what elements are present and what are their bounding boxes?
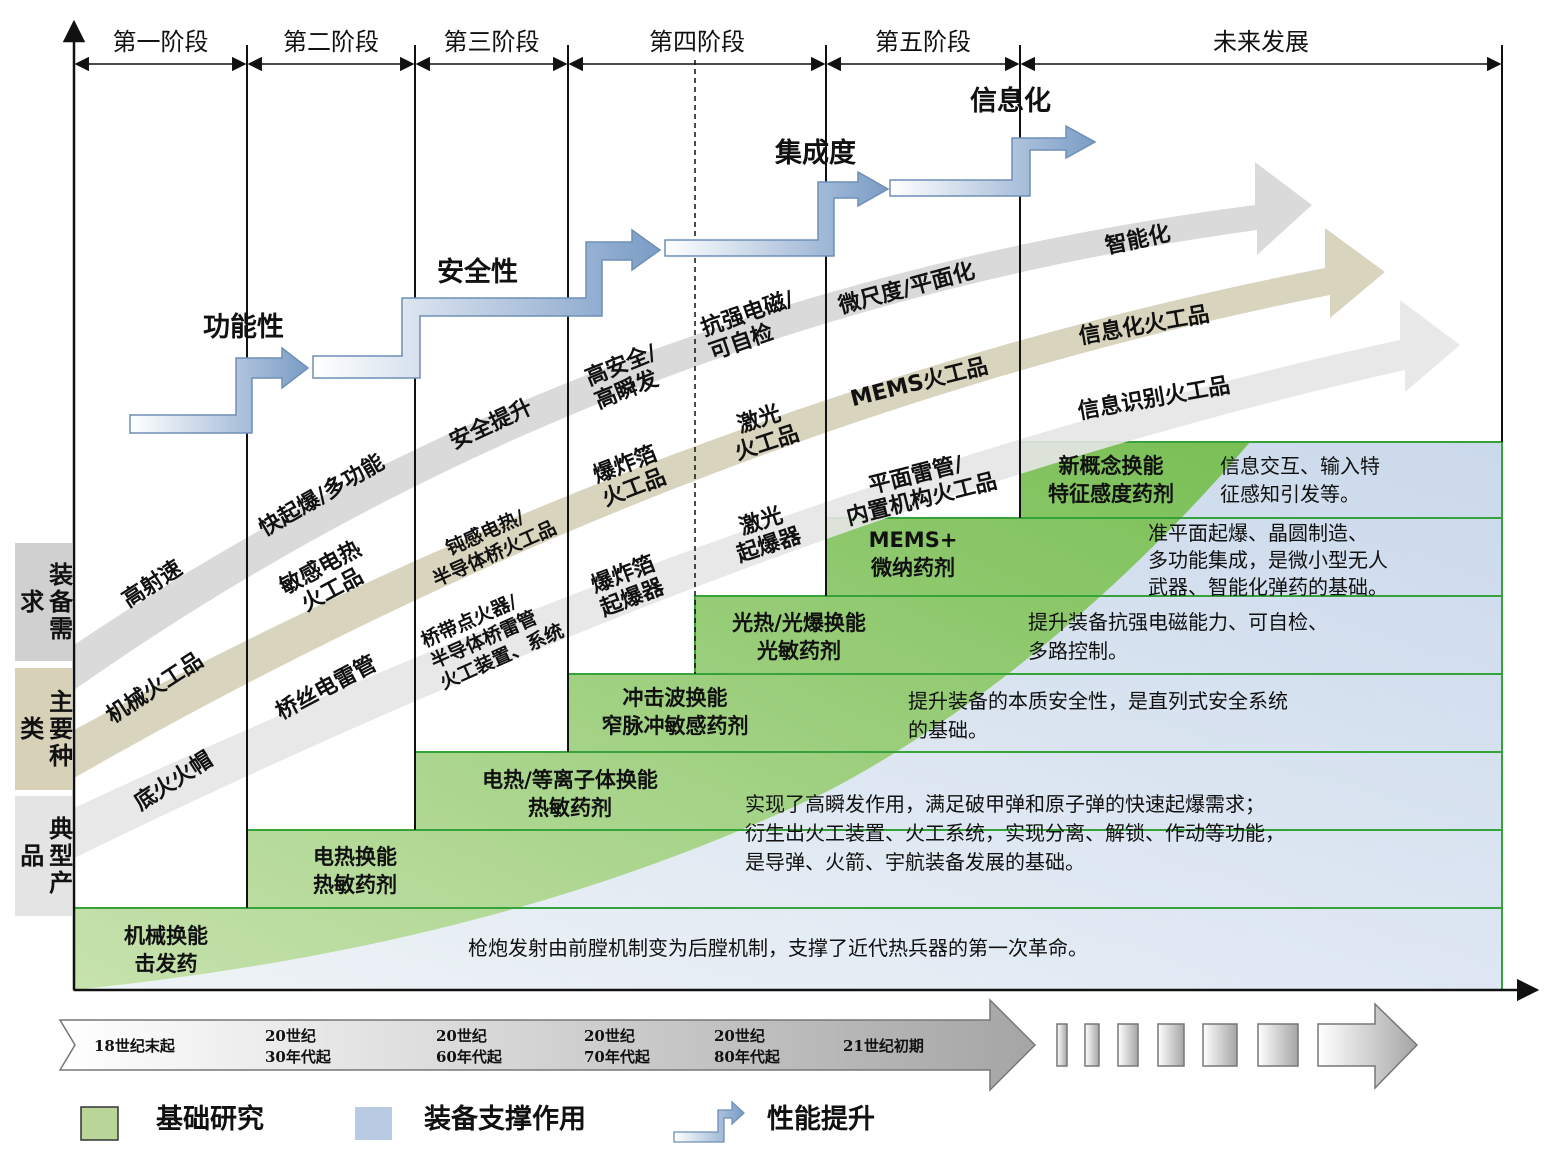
side-label-products: 典型产品: [15, 815, 74, 897]
timeline-label: 20世纪 30年代起: [265, 1027, 331, 1066]
step-6-description: 准平面起爆、晶圆制造、 多功能集成，是微小型无人 武器、智能化弹药的基础。: [1148, 521, 1388, 599]
side-category-products: 典型产品: [15, 796, 74, 916]
perf-functionality: 功能性: [203, 312, 284, 343]
step-7-title: 新概念换能 特征感度药剂: [1048, 454, 1174, 507]
stage-future-label: 未来发展: [1213, 28, 1309, 56]
stage-5-label: 第五阶段: [875, 28, 971, 56]
perf-integration: 集成度: [775, 138, 856, 169]
stage-4-label: 第四阶段: [649, 28, 745, 56]
band-demand: [74, 162, 1312, 690]
stage-1-label: 第一阶段: [112, 28, 209, 56]
legend-performance-arrow-icon: [673, 1100, 745, 1143]
step-5-description: 提升装备抗强电磁能力、可自检、 多路控制。: [1028, 610, 1328, 663]
step-4-description: 提升装备的本质安全性，是直列式安全系统 的基础。: [908, 689, 1288, 742]
timeline-label: 20世纪 70年代起: [584, 1027, 650, 1066]
green-foundation-region: [74, 442, 1250, 990]
side-category-types: 主要种类: [15, 668, 74, 790]
timeline-label: 21世纪初期: [843, 1037, 924, 1055]
step-3-title: 电热/等离子体换能 热敏药剂: [482, 768, 658, 821]
legend-equipment-support: 装备支撑作用: [424, 1104, 586, 1135]
band-products: [74, 300, 1460, 858]
side-category-demand: 装备需求: [15, 543, 74, 661]
timeline-label: 20世纪 60年代起: [436, 1027, 502, 1066]
step-1-description: 枪炮发射由前膛机制变为后膛机制，支撑了近代热兵器的第一次革命。: [468, 936, 1088, 960]
perf-safety: 安全性: [437, 257, 518, 288]
legend-blue-swatch: [355, 1107, 392, 1140]
timeline-label: 20世纪 80年代起: [714, 1027, 780, 1066]
stage-dividers: [246, 45, 1503, 908]
timeline: [58, 998, 1419, 1092]
side-label-demand: 装备需求: [15, 561, 74, 643]
timeline-arrow: [58, 998, 1037, 1092]
future-segments: [1056, 1002, 1419, 1090]
step-2-title: 电热换能 热敏药剂: [313, 845, 397, 898]
perf-informatization: 信息化: [970, 86, 1051, 117]
legend-basic-research: 基础研究: [156, 1104, 264, 1135]
step-1-title: 机械换能 击发药: [124, 924, 208, 977]
band-types: [74, 228, 1385, 778]
step-4-title: 冲击波换能 窄脉冲敏感药剂: [601, 686, 749, 739]
legend-green-swatch: [80, 1106, 119, 1141]
stage-3-label: 第三阶段: [443, 28, 540, 56]
performance-arrows: [129, 124, 1097, 434]
legend-swatches: [80, 1100, 745, 1143]
side-label-types: 主要种类: [15, 688, 74, 770]
timeline-label: 18世纪末起: [94, 1037, 175, 1055]
stage-2-label: 第二阶段: [283, 28, 379, 56]
step-3-description: 实现了高瞬发作用，满足破甲弹和原子弹的快速起爆需求； 衍生出火工装置、火工系统，…: [745, 792, 1285, 874]
legend-performance-improvement: 性能提升: [767, 1104, 875, 1135]
axes: [62, 19, 1540, 1002]
step-5-title: 光热/光爆换能 光敏药剂: [732, 611, 866, 664]
step-7-description: 信息交互、输入特 征感知引发等。: [1220, 454, 1380, 506]
step-6-title: MEMS+ 微纳药剂: [868, 528, 958, 581]
bands: [74, 162, 1460, 858]
